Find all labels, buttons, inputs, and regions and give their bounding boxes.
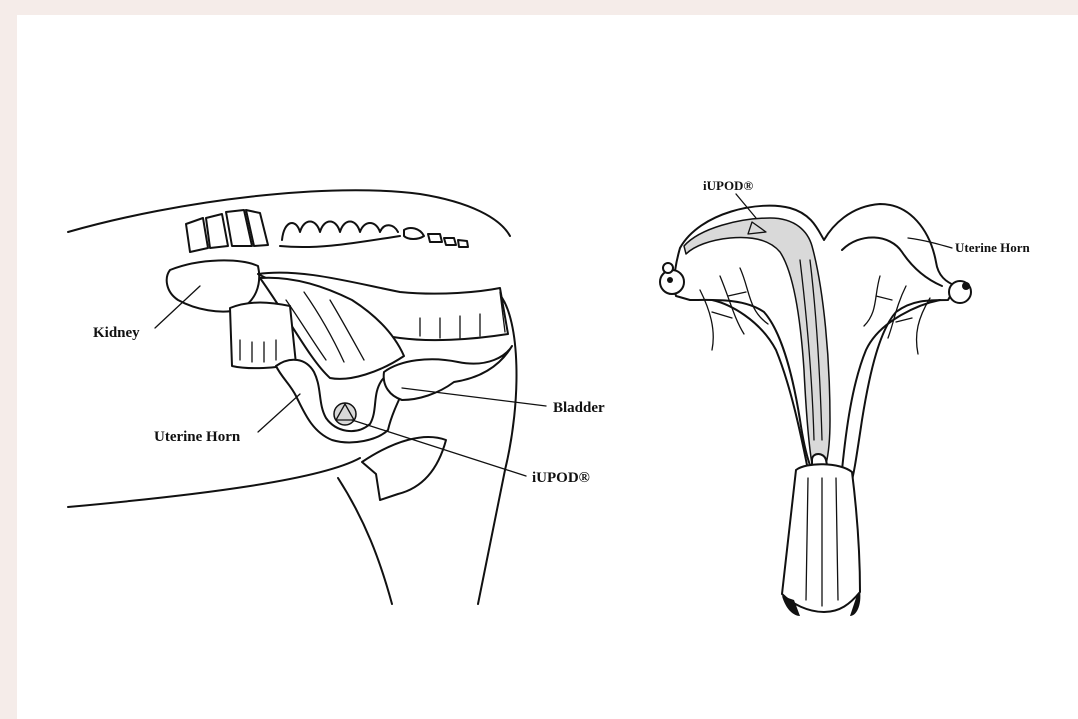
label-kidney: Kidney xyxy=(93,325,140,341)
belly-outline xyxy=(68,458,360,507)
label-uterine-horn-dorsal: Uterine Horn xyxy=(955,240,1031,255)
label-bladder: Bladder xyxy=(553,400,605,416)
right-ovary xyxy=(949,281,971,303)
uterine-horn-leader xyxy=(258,394,300,432)
vertebrae xyxy=(186,210,468,252)
label-uterine-horn-lateral: Uterine Horn xyxy=(154,429,241,445)
label-iupod-dorsal: iUPOD® xyxy=(703,178,753,193)
vagina xyxy=(782,464,860,612)
label-iupod-lateral: iUPOD® xyxy=(532,470,590,486)
lateral-iupod-device xyxy=(334,403,356,425)
back-outline xyxy=(68,190,510,236)
lateral-view: Kidney Uterine Horn Bladder iUPOD® xyxy=(68,190,605,604)
dorsal-view: iUPOD® Uterine Horn xyxy=(660,178,1031,616)
rump-outline xyxy=(478,295,516,604)
